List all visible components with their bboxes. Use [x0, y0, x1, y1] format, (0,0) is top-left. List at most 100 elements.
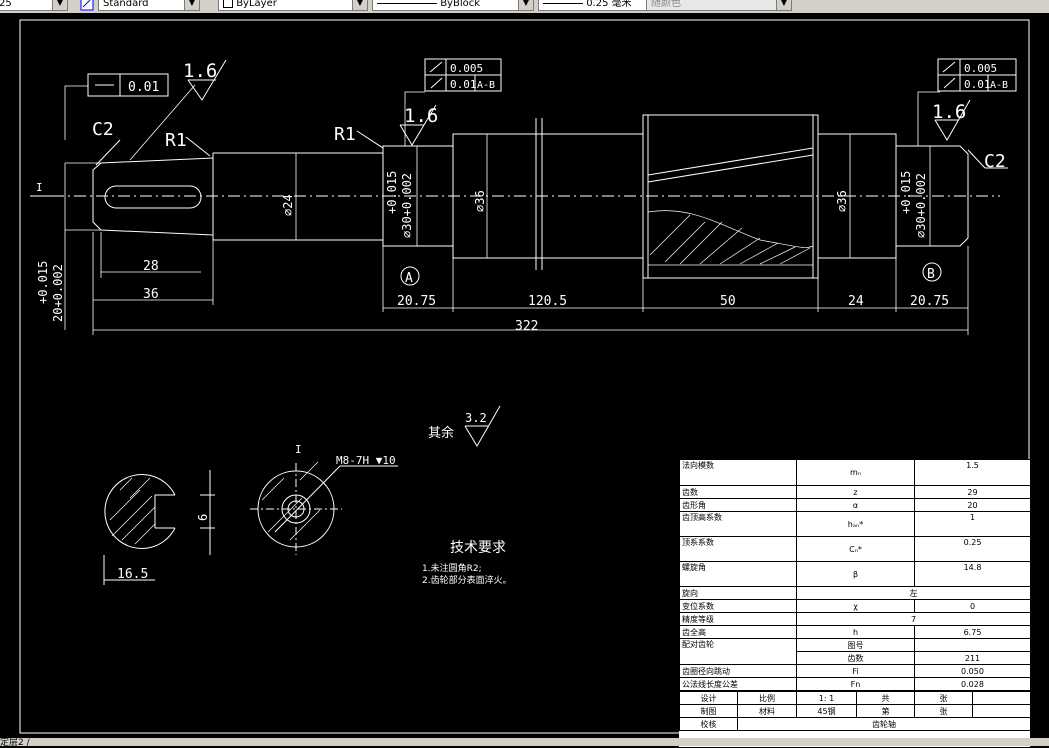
- runout-value-2: 0.01: [450, 78, 477, 91]
- bearing-dia-left: ⌀30+0.002: [400, 173, 414, 238]
- chamfer-left: C2: [92, 119, 114, 140]
- len-total: 322: [515, 319, 538, 334]
- runout-value-1: 0.005: [450, 62, 483, 75]
- chevron-down-icon[interactable]: ▼: [352, 0, 367, 10]
- len-28: 28: [143, 259, 159, 274]
- row-label: 齿数: [679, 485, 797, 499]
- fillet-mid: R1: [334, 124, 356, 145]
- runout-icon: [429, 61, 443, 89]
- row-symbol: β: [796, 561, 915, 587]
- flatness-frame: [87, 73, 169, 97]
- material-value: 45钢: [796, 704, 857, 718]
- checked-label: 校核: [679, 717, 738, 731]
- scale-label: 比例: [737, 691, 797, 705]
- drawing-canvas[interactable]: 0.01 0.005 0.01 A-B 0.005 0.01 A-B 1.6 1…: [0, 13, 1049, 747]
- bearing-dia-right: ⌀30+0.002: [914, 173, 928, 238]
- layer-swatch-icon: [223, 0, 233, 8]
- keyway-dim: 20+0.002: [51, 264, 65, 322]
- datum-a-marker: [400, 266, 420, 286]
- row-label: 螺旋角: [679, 561, 797, 587]
- chamfer-right: C2: [984, 151, 1006, 172]
- grade-value: 7: [796, 612, 1031, 626]
- plot-style-combo[interactable]: 随颜色 ▼: [646, 0, 792, 11]
- datum-b-marker: [922, 262, 942, 282]
- len-50: 50: [720, 294, 736, 309]
- len-2075-right: 20.75: [910, 294, 949, 309]
- shift-value: 0: [914, 599, 1031, 613]
- runout-value-1-right: 0.005: [964, 62, 997, 75]
- page-sheet-label: 张: [914, 704, 973, 718]
- roughness-symbol-icon: [187, 59, 971, 447]
- row-value: 14.8: [914, 561, 1031, 587]
- runout-label: 齿圈径向跳动: [679, 664, 797, 678]
- runout-datum-right: A-B: [990, 80, 1008, 91]
- sheet-label: 张: [914, 691, 973, 705]
- linetype-combo[interactable]: ByBlock ▼: [372, 0, 534, 11]
- text-style-combo[interactable]: Standard ▼: [98, 0, 200, 11]
- shaft-outline: [92, 114, 969, 279]
- flatness-value: 0.01: [128, 80, 159, 95]
- runout-icon: [942, 61, 956, 89]
- row-symbol: mₙ: [796, 459, 915, 486]
- chevron-down-icon[interactable]: ▼: [518, 0, 533, 10]
- mate-no-value: [914, 638, 1031, 652]
- scale-value: 1: 1: [796, 691, 857, 705]
- keyway-section-view: [103, 470, 215, 585]
- length-label: 公法线长度公差: [679, 677, 797, 691]
- tech-item-2: 2.齿轮部分表面淬火。: [422, 574, 512, 586]
- runout-symbol: Fi: [796, 664, 915, 678]
- depth-label: 齿全高: [679, 625, 797, 639]
- len-24: 24: [848, 294, 864, 309]
- chevron-down-icon[interactable]: ▼: [184, 0, 199, 10]
- status-bar: 定层2 /: [0, 738, 1049, 748]
- row-symbol: Cₙ*: [796, 536, 915, 562]
- row-symbol: α: [796, 498, 915, 512]
- thread-detail-view: [250, 461, 398, 555]
- runout-datum: A-B: [477, 80, 495, 91]
- section-mark-left: I: [36, 181, 43, 194]
- row-value: 0.25: [914, 536, 1031, 562]
- layer-combo[interactable]: ByLayer ▼: [218, 0, 368, 11]
- plot-style-value: 随颜色: [651, 0, 681, 9]
- material-label: 材料: [737, 704, 797, 718]
- linetype-sample-icon: [377, 2, 437, 4]
- row-value: 1: [914, 511, 1031, 537]
- keyway-tol: +0.015: [36, 261, 50, 304]
- roughness-mid: 1.6: [404, 105, 438, 127]
- tech-title: 技术要求: [450, 540, 506, 556]
- design-label: 设计: [679, 691, 738, 705]
- fillet-left: R1: [165, 130, 187, 151]
- mate-teeth-label: 齿数: [796, 651, 915, 665]
- datum-a: A: [405, 271, 413, 286]
- scale-combo[interactable]: 25 ▼: [0, 0, 68, 11]
- detail-label: I: [295, 443, 302, 456]
- roughness-top: 1.6: [183, 60, 217, 82]
- chevron-down-icon[interactable]: ▼: [52, 0, 67, 10]
- depth-value: 6.75: [914, 625, 1031, 639]
- rest-roughness-value: 3.2: [465, 411, 487, 425]
- direction-value: 左: [796, 586, 1031, 600]
- row-label: 顶系系数: [679, 536, 797, 562]
- scale-combo-value: 25: [0, 0, 12, 9]
- len-36: 36: [143, 287, 159, 302]
- shift-label: 变位系数: [679, 599, 797, 613]
- linetype-value: ByBlock: [440, 0, 481, 9]
- properties-toolbar: 25 ▼ Standard ▼ ByLayer ▼ ByBlock ▼ 0.25…: [0, 0, 1049, 14]
- dia-36-right: ⌀36: [835, 190, 849, 212]
- dia-24: ⌀24: [281, 194, 295, 216]
- thread-label: M8-7H ▼10: [336, 454, 396, 467]
- lineweight-sample-icon: [543, 2, 583, 4]
- row-symbol: z: [796, 485, 915, 499]
- len-2075-left: 20.75: [397, 294, 436, 309]
- roughness-right: 1.6: [932, 101, 966, 123]
- runout-frame-right: 0.005 0.01 A-B: [937, 58, 1017, 92]
- text-style-icon[interactable]: [80, 0, 94, 11]
- text-style-value: Standard: [103, 0, 149, 9]
- chevron-down-icon[interactable]: ▼: [776, 0, 791, 10]
- depth-symbol: h: [796, 625, 915, 639]
- row-symbol: hₐₙ*: [796, 511, 915, 537]
- row-value: 20: [914, 498, 1031, 512]
- lineweight-value: 0.25 毫米: [586, 0, 632, 9]
- section-width: 6: [196, 514, 210, 521]
- runout-frame-left: 0.005 0.01 A-B: [424, 58, 502, 92]
